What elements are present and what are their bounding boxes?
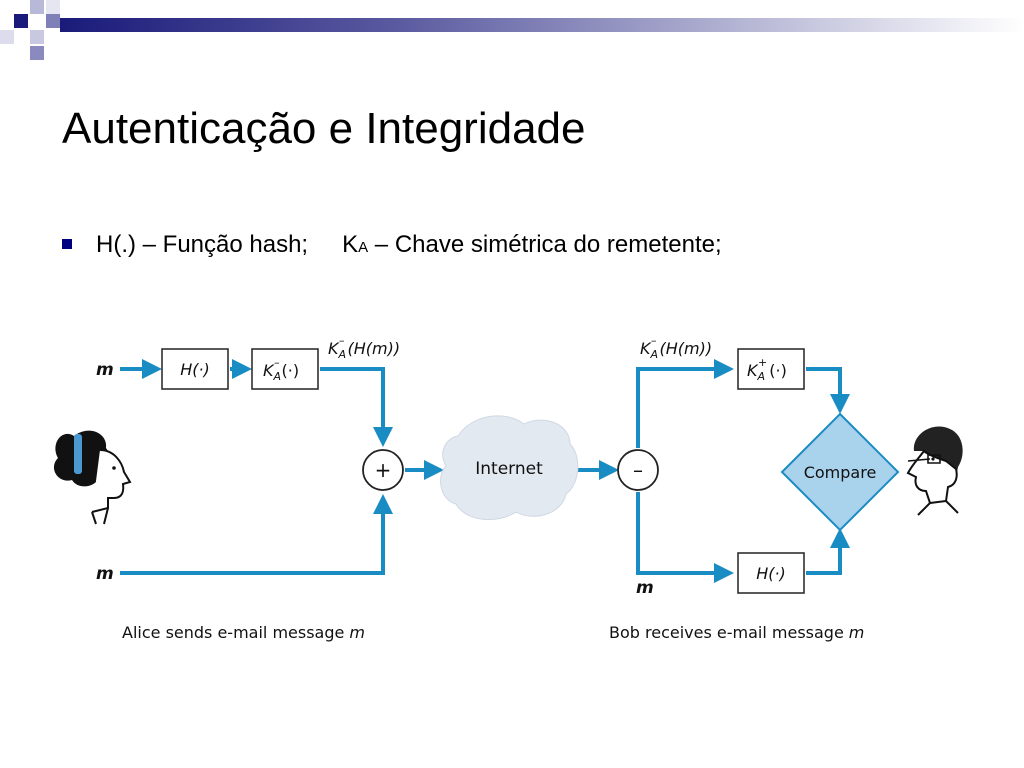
bullet-marker-icon	[62, 238, 72, 249]
bob-key-box-arg: (·)	[769, 361, 787, 380]
bob-key-box-label: KA+(·)	[747, 356, 787, 383]
bob-wires	[578, 359, 850, 583]
bullet-item: H(.) – Função hash; KA – Chave simétrica …	[62, 231, 722, 259]
concatenate-plus-node	[362, 449, 404, 491]
split-minus-node	[617, 449, 659, 491]
alice-out-k: K	[328, 339, 340, 358]
bob-hash-box	[737, 552, 805, 594]
alice-out-sup: –	[339, 334, 345, 347]
internet-cloud-icon	[440, 415, 579, 521]
alice-key-box-arg: (·)	[282, 361, 300, 380]
alice-wires	[120, 359, 444, 575]
bob-hash-box-label: H(·)	[756, 564, 786, 583]
alice-out-rest: (H(m))	[348, 339, 401, 358]
bob-key-box-sup: +	[758, 356, 767, 369]
bob-in-k: K	[640, 339, 652, 358]
compare-label: Compare	[804, 463, 877, 482]
alice-key-box-sub: A	[273, 370, 282, 383]
key-letter: K	[342, 231, 359, 258]
alice-face-icon	[53, 430, 132, 525]
bob-key-box	[737, 348, 805, 390]
alice-key-box-k: K	[263, 361, 275, 380]
alice-key-box	[251, 348, 319, 390]
decorative-header-bar	[0, 0, 1024, 60]
hash-definition: H(.) – Função hash;	[96, 231, 309, 258]
key-subscript: A	[358, 239, 369, 256]
plus-symbol: +	[375, 458, 392, 482]
alice-caption-var: m	[349, 623, 365, 642]
alice-hash-box	[161, 348, 229, 390]
bob-caption-text: Bob receives e-mail message	[609, 623, 844, 642]
bob-face-icon	[906, 426, 963, 516]
bob-m-label: m	[636, 578, 654, 598]
alice-signed-hash-label: KA–(H(m))	[328, 334, 400, 361]
bob-key-box-sub: A	[757, 370, 766, 383]
alice-out-sub: A	[338, 348, 347, 361]
alice-caption-text: Alice sends e-mail message	[122, 623, 344, 642]
minus-symbol: –	[633, 458, 643, 482]
internet-label: Internet	[475, 459, 543, 479]
bob-in-sub: A	[650, 348, 659, 361]
alice-m-top-label: m	[96, 360, 114, 380]
bob-in-rest: (H(m))	[660, 339, 713, 358]
bob-signed-hash-label: KA–(H(m))	[640, 334, 712, 361]
alice-hash-box-label: H(·)	[180, 360, 210, 379]
bob-in-sup: –	[651, 334, 657, 347]
alice-key-box-sup: –	[274, 356, 280, 369]
bob-caption-var: m	[849, 623, 865, 642]
alice-key-box-label: KA–(·)	[263, 356, 299, 383]
bob-key-box-k: K	[747, 361, 759, 380]
key-definition: – Chave simétrica do remetente;	[368, 231, 722, 258]
bob-caption: Bob receives e-mail message m	[609, 623, 864, 642]
slide-title: Autenticação e Integridade	[62, 104, 586, 153]
compare-diamond	[780, 412, 900, 532]
alice-caption: Alice sends e-mail message m	[122, 623, 365, 642]
alice-m-bottom-label: m	[96, 564, 114, 584]
